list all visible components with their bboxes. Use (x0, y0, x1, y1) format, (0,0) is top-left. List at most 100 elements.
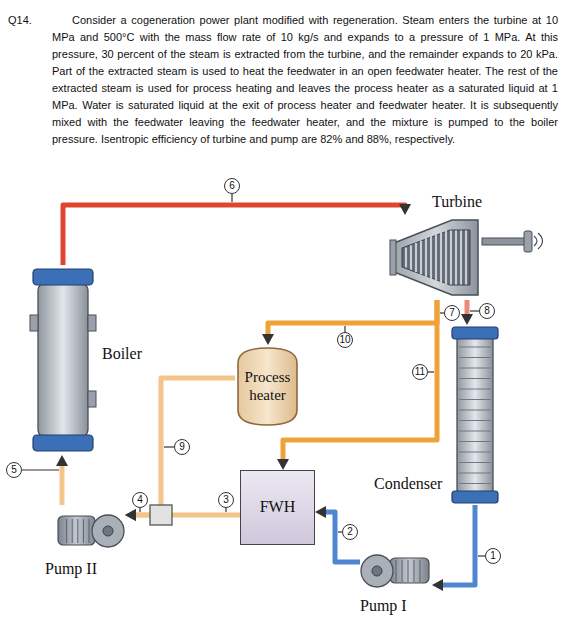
turbine-shaft (482, 238, 526, 245)
pipe (440, 505, 475, 585)
motor-rib (420, 560, 421, 582)
turbine-flange (390, 240, 396, 275)
state-number: 5 (6, 462, 22, 478)
arrowhead (262, 334, 274, 345)
condenser-tube (459, 347, 491, 348)
turbine-blade (450, 231, 452, 285)
condenser-tube (459, 452, 491, 453)
pump-volute (92, 515, 124, 547)
motor-rib (396, 560, 397, 582)
equipment-node: Pump II (55, 505, 125, 557)
equipment-node: Pump I (360, 548, 432, 594)
pipe-connector (432, 505, 475, 591)
equipment-node: Boiler (30, 265, 96, 455)
arrowhead (56, 455, 68, 466)
boiler-cap (33, 269, 93, 285)
condenser-tube (459, 399, 491, 400)
shaft-coupling (524, 231, 532, 252)
condenser-tube (459, 378, 491, 379)
pipe (60, 463, 65, 505)
motor-rib (77, 519, 78, 543)
pump-symbol (361, 555, 429, 587)
turbine-blade (410, 245, 412, 270)
node-label: Pump I (360, 597, 407, 615)
boiler-nozzle (88, 391, 96, 407)
pump-eye (103, 526, 113, 536)
rotation-mark (534, 233, 543, 249)
node-label: Condenser (374, 475, 442, 493)
boiler-nozzle (88, 315, 96, 331)
problem-text: Consider a cogeneration power plant modi… (52, 12, 558, 148)
pipe-connector (315, 506, 360, 562)
motor-rib (83, 519, 84, 543)
pump-symbol (58, 515, 124, 547)
condenser-tube (459, 368, 491, 369)
arrowhead (399, 204, 411, 215)
process-heater-tank (238, 348, 297, 425)
callout-number: 7 (444, 305, 460, 321)
heater-box: FWH (240, 470, 315, 545)
arrowhead (315, 506, 326, 518)
state-number: 3 (218, 492, 234, 508)
pipe-connector (461, 300, 473, 325)
condenser-tube (459, 420, 491, 421)
turbine-blade (460, 231, 462, 285)
turbine-blade (415, 243, 417, 272)
pipe-connector (125, 378, 235, 521)
state-number: 9 (174, 439, 190, 455)
equipment-node: Turbine (390, 215, 482, 300)
condenser-tube (459, 389, 491, 390)
state-number: 8 (479, 303, 495, 319)
equipment-node: Condenser (450, 325, 500, 505)
equipment-node: Process heater (235, 345, 300, 428)
equipment-drawing (360, 548, 432, 594)
callout-tick (470, 310, 479, 311)
motor-rib (89, 519, 90, 543)
condenser-tube (459, 483, 491, 484)
pipe-connector (56, 455, 68, 505)
motor-rib (402, 560, 403, 582)
turbine-blade (455, 231, 457, 285)
node-label: Boiler (102, 345, 142, 363)
boiler-nozzle (30, 315, 38, 331)
condenser-tube (459, 441, 491, 442)
node-label: Process heater (239, 369, 296, 404)
node-label: Turbine (432, 193, 482, 211)
condenser-tube (459, 431, 491, 432)
callout-ticks (22, 194, 485, 556)
condenser-tube (459, 357, 491, 358)
pump-eye (372, 566, 382, 576)
equipment-drawing (390, 215, 482, 300)
node-label: FWH (260, 498, 296, 516)
pump-motor (390, 558, 429, 583)
equipment-drawing (30, 265, 96, 455)
turbine-blade (435, 234, 437, 282)
turbine-blade (405, 248, 407, 268)
callout-tick (139, 508, 140, 512)
turbine-blade (430, 236, 432, 279)
callout-tick (478, 555, 485, 556)
pipe (268, 300, 437, 337)
callout-tick (22, 469, 59, 470)
arrowhead (125, 509, 136, 521)
callout-number: 4 (132, 492, 148, 508)
turbine-blade (420, 241, 422, 275)
equipment-drawing (55, 505, 125, 557)
state-number: 6 (224, 178, 240, 194)
arrowhead (125, 509, 136, 521)
node-label: Pump II (45, 560, 97, 578)
callout-tick (428, 371, 434, 372)
boiler-shell (38, 281, 88, 439)
pipe-connector (63, 204, 411, 265)
condenser-cap (452, 327, 498, 339)
pipe (323, 512, 360, 562)
mixing-chamber (150, 505, 172, 525)
boiler-cap (33, 435, 93, 451)
state-number: 10 (337, 332, 353, 348)
pipe-connector (277, 300, 437, 470)
state-number: 1 (485, 548, 501, 564)
condenser-shell (457, 337, 493, 493)
turbine-rotor (402, 230, 470, 285)
turbine-blade (465, 231, 467, 285)
